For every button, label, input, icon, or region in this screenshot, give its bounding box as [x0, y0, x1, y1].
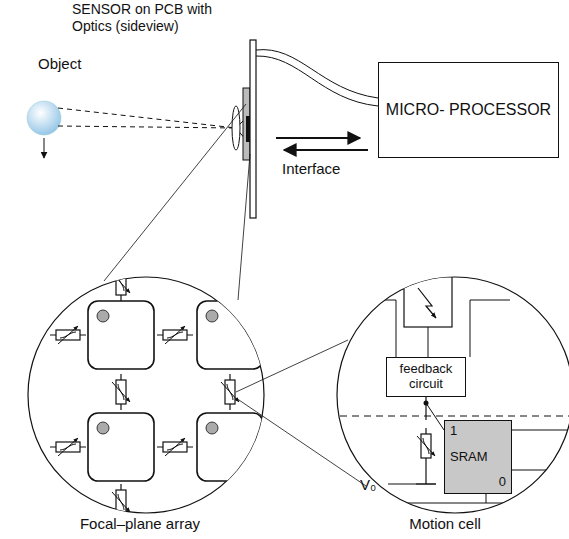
zoom-circle: [337, 277, 569, 513]
sensor-chip: [243, 88, 250, 160]
processor-box: MICRO- PROCESSOR: [378, 62, 559, 158]
object-ball: [27, 101, 61, 135]
box-text: SRAM: [450, 450, 506, 465]
sensor-title: SENSOR on PCB with Optics (sideview): [72, 1, 248, 35]
cell-label: Motion cell: [380, 515, 510, 532]
zoom-circle: [28, 277, 264, 513]
motion-cell-schematic: [335, 277, 569, 503]
box-text: 0: [450, 475, 506, 490]
feedback-box: feedback circuit: [386, 357, 466, 397]
box-text: MICRO- PROCESSOR: [384, 101, 553, 119]
interface-label: Interface: [282, 160, 372, 177]
box-text: 1: [450, 424, 506, 439]
pcb: [250, 40, 256, 218]
sram-box: 1SRAM 0: [444, 420, 512, 494]
voltage-label: V₀: [360, 476, 386, 493]
box-text: feedback circuit: [392, 362, 460, 392]
object-label: Object: [38, 55, 118, 72]
array-label: Focal–plane array: [40, 515, 240, 532]
pixel-array: [50, 265, 300, 520]
